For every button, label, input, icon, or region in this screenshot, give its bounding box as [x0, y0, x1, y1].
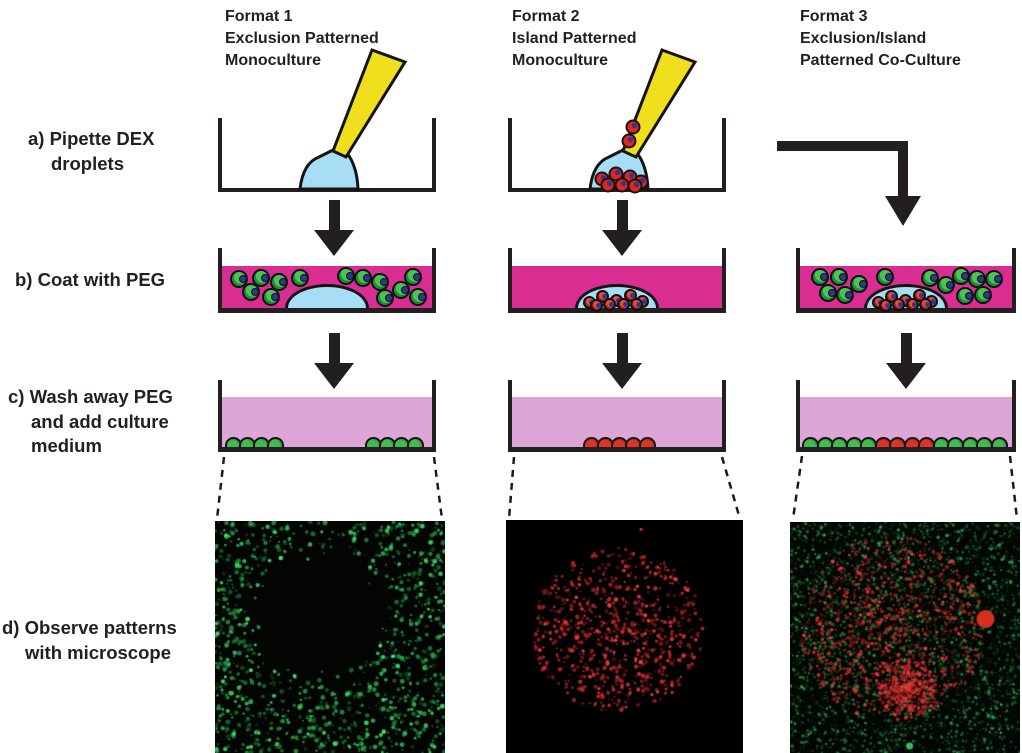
step-label-d: d) Observe patterns with microscope: [2, 616, 177, 665]
column-title-line: Exclusion/Island: [800, 30, 927, 47]
micrograph-format2-island: [506, 520, 743, 753]
peg-solution-with-green-cells: [800, 266, 1012, 312]
step-label-line: droplets: [51, 152, 124, 174]
column-header-format2: Format 2 Island Patterned Monoculture: [512, 6, 636, 72]
red-cell: [630, 298, 643, 311]
green-cell: [951, 267, 970, 286]
column-title-line: Format 3: [800, 8, 868, 25]
green-cell: [403, 268, 422, 287]
step-label-b: b) Coat with PEG: [15, 268, 165, 293]
step-label-a: a) Pipette DEX droplets: [28, 127, 154, 176]
micrograph-format1-exclusion: [215, 521, 445, 753]
green-cell: [835, 286, 854, 305]
well-c-format3: [796, 380, 1016, 452]
column-header-format1: Format 1 Exclusion Patterned Monoculture: [225, 6, 379, 72]
red-cell: [617, 298, 630, 311]
down-arrow-icon: [602, 200, 642, 256]
dex-droplet-dome-with-red-cells: [575, 284, 659, 312]
green-cell: [241, 282, 260, 301]
green-cell: [955, 286, 974, 305]
green-cell: [810, 267, 829, 286]
green-cell: [849, 275, 868, 294]
column-title-line: Exclusion Patterned: [225, 30, 379, 47]
green-cell: [921, 269, 940, 288]
red-cell: [603, 298, 616, 311]
pipette-dex-illustration-format1: [298, 48, 408, 191]
peg-solution: [512, 266, 722, 312]
down-arrow-icon: [886, 333, 926, 389]
column-title-line: Island Patterned: [512, 30, 637, 47]
culture-medium: [222, 397, 432, 447]
column-title-line: Format 1: [225, 8, 293, 25]
step-label-line: medium: [31, 435, 102, 456]
green-cell: [936, 276, 955, 295]
step-label-line: d) Observe patterns: [2, 617, 177, 638]
culture-medium: [512, 397, 722, 447]
red-attached-cell: [639, 437, 657, 447]
step-label-line: a) Pipette DEX: [28, 128, 155, 149]
column-header-format3: Format 3 Exclusion/Island Patterned Co-C…: [800, 6, 961, 72]
step-label-line: with microscope: [25, 641, 171, 663]
culture-medium: [800, 397, 1012, 447]
green-cell: [829, 267, 848, 286]
green-attached-cell: [267, 437, 284, 447]
column-title-line: Format 2: [512, 8, 580, 25]
well-b-format2: [508, 248, 726, 313]
green-cell: [229, 270, 248, 289]
pipette-tip-icon: [621, 48, 698, 159]
green-cell: [270, 273, 289, 292]
step-label-c: c) Wash away PEG and add culture medium: [8, 385, 173, 459]
down-arrow-icon: [314, 333, 354, 389]
green-cell: [375, 288, 394, 307]
peg-solution-with-green-cells: [222, 266, 432, 308]
red-cell: [590, 299, 603, 312]
green-cell: [261, 287, 280, 306]
green-attached-cell: [990, 437, 1008, 447]
step-label-line: b) Coat with PEG: [15, 269, 166, 290]
green-cell: [409, 287, 428, 306]
column-title-line: Monoculture: [225, 52, 321, 69]
green-cell: [252, 269, 271, 288]
well-b-format3: [796, 248, 1016, 313]
green-cell: [290, 268, 309, 287]
well-c-format2: [508, 380, 726, 452]
micrograph-format3-coculture: [790, 522, 1020, 753]
well-c-format1: [218, 380, 436, 452]
step-label-line: c) Wash away PEG: [8, 386, 173, 407]
down-arrow-icon: [602, 333, 642, 389]
pipette-dex-illustration-format2: [588, 48, 698, 194]
column-title-line: Monoculture: [512, 52, 608, 69]
transfer-elbow-arrow-icon: [777, 141, 921, 226]
green-cell: [353, 268, 372, 287]
green-cell: [875, 267, 894, 286]
pipette-tip-icon: [331, 48, 408, 159]
red-cell: [879, 299, 892, 312]
down-arrow-icon: [314, 200, 354, 256]
red-cell: [906, 298, 919, 311]
red-cell: [919, 298, 932, 311]
green-cell: [974, 286, 993, 305]
well-b-format1: [218, 248, 436, 313]
red-cell: [892, 298, 905, 311]
green-attached-cell: [406, 437, 424, 447]
green-cell: [392, 280, 411, 299]
column-title-line: Patterned Co-Culture: [800, 52, 961, 69]
green-cell: [336, 267, 355, 286]
step-label-line: and add culture: [31, 410, 169, 432]
